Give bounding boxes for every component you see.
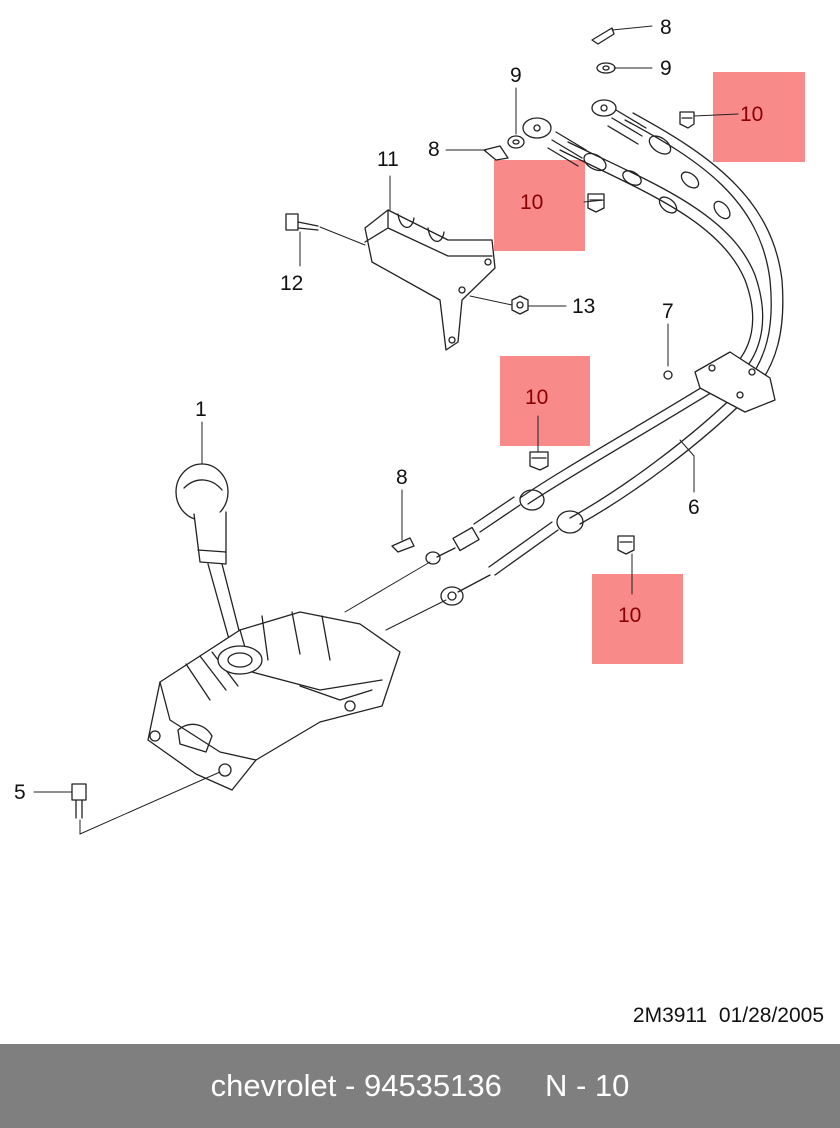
footer-text: chevrolet - 94535136 N - 10	[210, 1068, 630, 1103]
callout-10-lower: 10	[618, 604, 641, 627]
support-bracket	[364, 209, 496, 351]
leader-lines	[33, 25, 739, 835]
callout-8-top: 8	[660, 16, 672, 39]
callout-10-middle: 10	[525, 386, 548, 409]
highlight-box-10-lower	[592, 574, 683, 664]
gear-shifter	[147, 463, 401, 791]
callout-10-upper: 10	[520, 191, 543, 214]
bolt-12	[285, 213, 319, 231]
callout-8-lower: 8	[396, 466, 408, 489]
callout-8-middle: 8	[428, 138, 440, 161]
bolt-5	[71, 783, 87, 819]
callout-1: 1	[195, 398, 207, 421]
callout-9-left: 9	[510, 64, 522, 87]
drawing-code: 2M3911 01/28/2005	[632, 1004, 824, 1027]
highlight-box-10-middle	[500, 356, 590, 446]
washers-and-clips	[391, 27, 616, 553]
callout-9-right: 9	[660, 57, 672, 80]
footer-bar: chevrolet - 94535136 N - 10	[0, 1044, 840, 1128]
retaining-clips	[529, 111, 695, 555]
callout-12: 12	[280, 272, 303, 295]
callout-5: 5	[14, 781, 26, 804]
shift-cable-assembly	[425, 99, 784, 606]
callout-6: 6	[688, 496, 700, 519]
callout-10-top-right: 10	[740, 103, 763, 126]
nut-13	[511, 295, 529, 315]
highlight-box-10-upper	[494, 160, 585, 251]
callout-13: 13	[572, 295, 595, 318]
highlight-box-10-top-right	[713, 72, 805, 162]
cable-bracket	[663, 351, 776, 413]
callout-7: 7	[662, 300, 674, 323]
callout-11: 11	[377, 148, 399, 171]
parts-diagram: 1 5 6 7 8 8 8 9 9 11 12 13 10 10 10 10	[14, 16, 805, 835]
